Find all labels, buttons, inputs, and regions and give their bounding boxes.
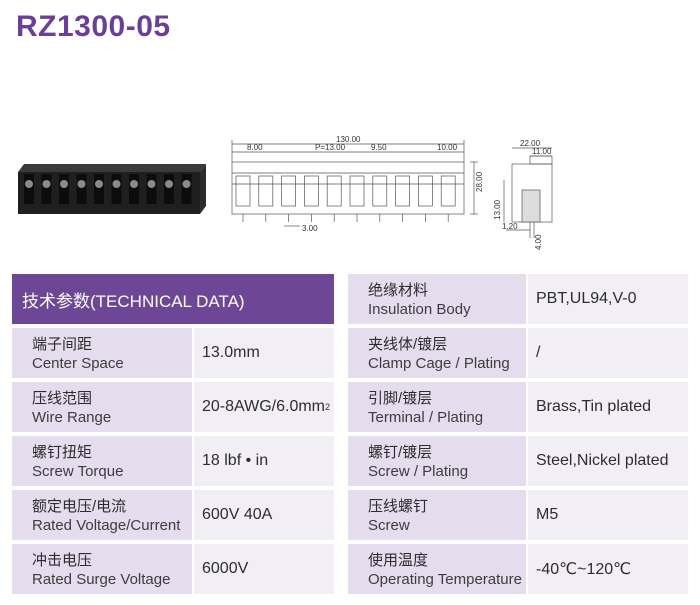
side-view-drawing	[503, 147, 553, 238]
right-row-value: -40℃~120℃	[528, 544, 688, 594]
right-row-value: PBT,UL94,V-0	[528, 274, 688, 324]
dim-overall-width: 130.00	[336, 135, 361, 144]
dim-gap: 9.50	[371, 143, 387, 152]
label-en: Rated Voltage/Current	[32, 517, 181, 534]
label-en: Clamp Cage / Plating	[368, 355, 510, 372]
label-cn: 额定电压/电流	[32, 498, 127, 515]
label-cn: 绝缘材料	[368, 282, 429, 299]
value-text: 18 lbf • in	[202, 452, 269, 469]
label-cn: 冲击电压	[32, 552, 93, 569]
value-text: M5	[536, 506, 559, 523]
value-text: Brass,Tin plated	[536, 398, 652, 415]
right-row-value: /	[528, 328, 688, 378]
value-text: -40℃~120℃	[536, 561, 632, 578]
label-cn: 压线螺钉	[368, 498, 429, 515]
label-cn: 夹线体/镀层	[368, 336, 448, 353]
right-row-label: 使用温度 Operating Temperature	[348, 544, 526, 594]
label-cn: 压线范围	[32, 390, 93, 407]
label-en: Wire Range	[32, 409, 112, 426]
value-sup: 2	[325, 402, 331, 412]
dim-pin-width: 3.00	[302, 224, 318, 233]
label-en: Insulation Body	[368, 301, 471, 318]
value-text: 6000V	[202, 560, 249, 577]
left-row-value: 13.0mm	[194, 328, 334, 378]
label-cn: 螺钉/镀层	[368, 444, 433, 461]
label-en: Screw	[368, 517, 410, 534]
front-view-drawing	[231, 140, 478, 227]
dim-pin-length: 4.00	[534, 234, 543, 250]
left-row-value: 18 lbf • in	[194, 436, 334, 486]
label-en: Terminal / Plating	[368, 409, 484, 426]
right-row-label: 夹线体/镀层 Clamp Cage / Plating	[348, 328, 526, 378]
value-text: /	[536, 344, 541, 361]
label-cn: 使用温度	[368, 552, 429, 569]
right-row-value: M5	[528, 490, 688, 540]
right-row-label: 引脚/镀层 Terminal / Plating	[348, 382, 526, 432]
value-text: Steel,Nickel plated	[536, 452, 669, 469]
value-text: PBT,UL94,V-0	[536, 290, 637, 307]
value-text: 600V 40A	[202, 506, 273, 523]
dim-side-width: 22.00	[520, 139, 541, 148]
right-row-value: Steel,Nickel plated	[528, 436, 688, 486]
value-text: 13.0mm	[202, 344, 260, 361]
label-cn: 端子间距	[32, 336, 93, 353]
left-row-label: 压线范围 Wire Range	[12, 382, 192, 432]
dim-side-height: 13.00	[493, 199, 502, 220]
label-en: Operating Temperature	[368, 571, 522, 588]
label-en: Screw Torque	[32, 463, 124, 480]
dim-height: 28.00	[475, 171, 484, 192]
dim-side-top: 11.00	[532, 147, 552, 156]
left-row-value: 6000V	[194, 544, 334, 594]
right-row-label: 螺钉/镀层 Screw / Plating	[348, 436, 526, 486]
product-drawings: 130.00 8.00 P=13.00 9.50 10.00 28.00 3.0…	[0, 130, 700, 260]
value-text: 20-8AWG/6.0mm	[202, 398, 325, 415]
label-en: Center Space	[32, 355, 124, 372]
dim-left-offset: 8.00	[247, 143, 263, 152]
dim-pitch: P=13.00	[315, 143, 346, 152]
right-row-value: Brass,Tin plated	[528, 382, 688, 432]
left-row-label: 端子间距 Center Space	[12, 328, 192, 378]
label-cn: 螺钉扭矩	[32, 444, 93, 461]
label-cn: 引脚/镀层	[368, 390, 433, 407]
right-row-label: 绝缘材料 Insulation Body	[348, 274, 526, 324]
left-row-label: 冲击电压 Rated Surge Voltage	[12, 544, 192, 594]
dim-right-part: 10.00	[437, 143, 458, 152]
terminal-block-illustration	[18, 164, 206, 214]
left-row-label: 额定电压/电流 Rated Voltage/Current	[12, 490, 192, 540]
tech-header: 技术参数(TECHNICAL DATA)	[12, 274, 334, 324]
product-title: RZ1300-05	[16, 10, 171, 43]
product-image: 130.00 8.00 P=13.00 9.50 10.00 28.00 3.0…	[18, 135, 553, 250]
label-en: Rated Surge Voltage	[32, 571, 171, 588]
right-row-label: 压线螺钉 Screw	[348, 490, 526, 540]
dim-side-base: 1.20	[502, 222, 518, 231]
left-row-label: 螺钉扭矩 Screw Torque	[12, 436, 192, 486]
label-en: Screw / Plating	[368, 463, 469, 480]
left-row-value: 600V 40A	[194, 490, 334, 540]
